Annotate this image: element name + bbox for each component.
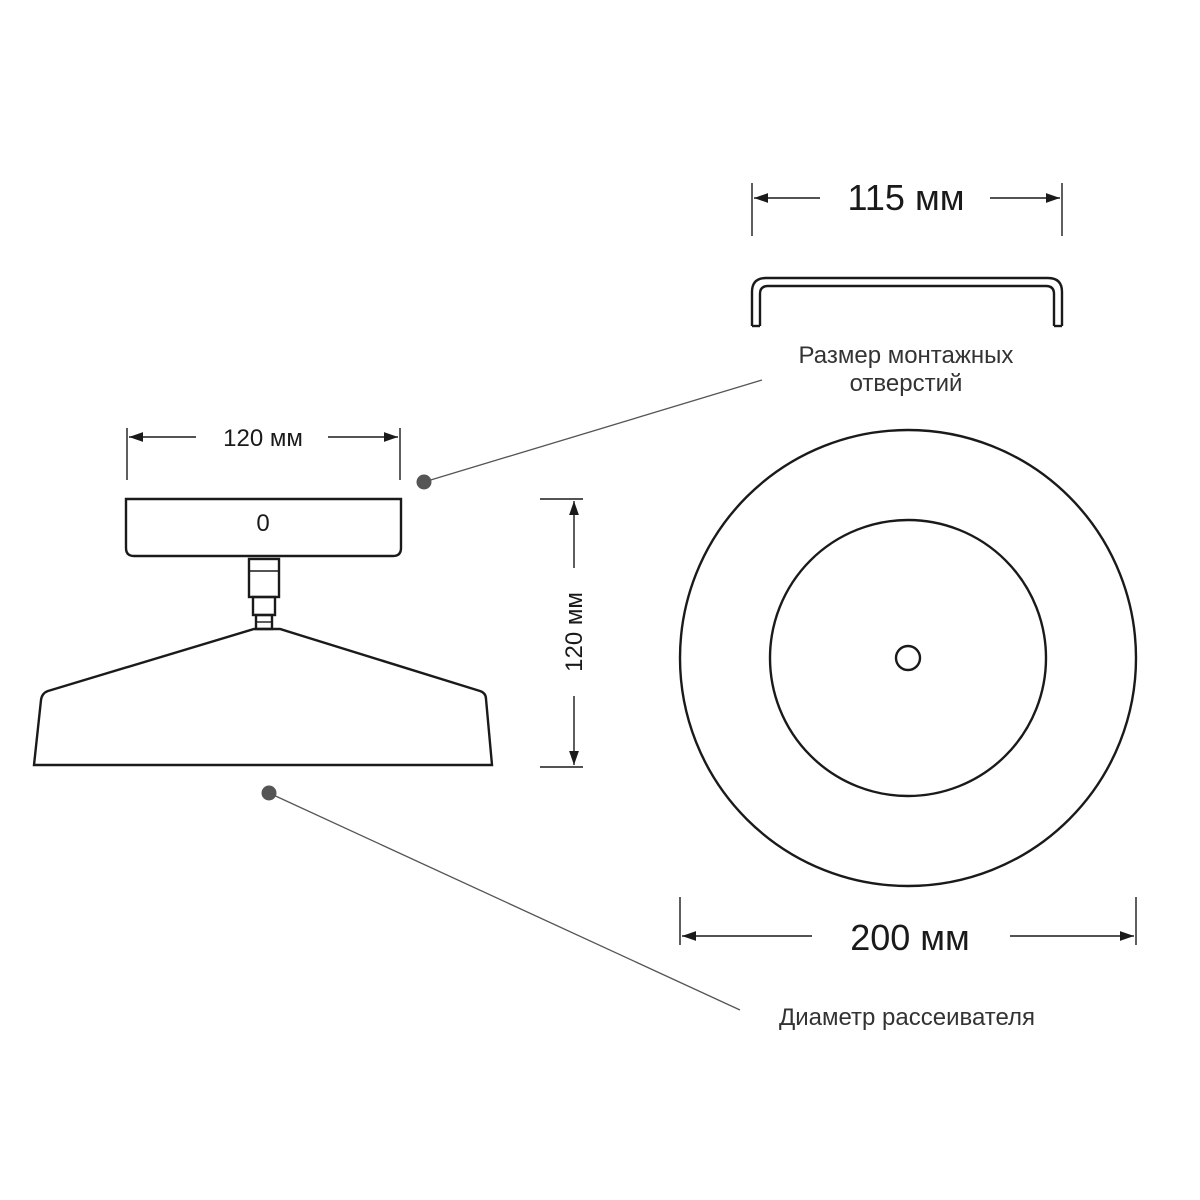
mount-holes-callout-line1: Размер монтажных: [799, 342, 1014, 369]
canopy-width-dimension: 120 мм: [126, 425, 401, 480]
diffuser-outer-circle: [678, 428, 1138, 888]
canopy-mark: 0: [256, 510, 269, 537]
lamp-shade: [32, 627, 494, 767]
mount-holes-width-label: 115 мм: [848, 177, 965, 218]
canopy: [124, 497, 403, 558]
diffuser-diameter-label: 200 мм: [850, 917, 970, 958]
mount-holes-leader: [416, 379, 763, 490]
mount-holes-dimension: 115 мм: [751, 177, 1063, 236]
center-hole: [894, 644, 922, 672]
diffuser-leader: [261, 785, 741, 1011]
mount-holes-callout-line2: отверстий: [850, 370, 963, 397]
swivel-joint: [247, 557, 281, 631]
diameter-dimension: 200 мм: [679, 897, 1137, 958]
mount-bracket: [750, 276, 1064, 328]
lamp-top-view: [678, 428, 1138, 888]
diffuser-callout: Диаметр рассеивателя: [779, 1004, 1035, 1031]
lamp-side-view: 0: [32, 497, 494, 767]
height-label: 120 мм: [561, 592, 588, 672]
diffuser-inner-circle: [768, 518, 1048, 798]
height-dimension: 120 мм: [540, 498, 588, 768]
canopy-width-label: 120 мм: [223, 425, 303, 452]
leader-dot: [416, 474, 432, 490]
